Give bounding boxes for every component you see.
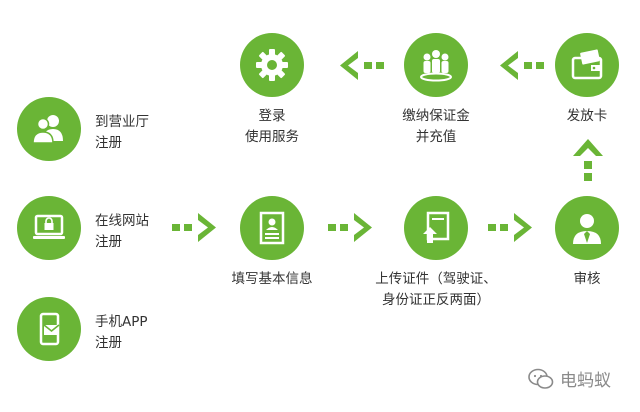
agent-icon xyxy=(555,196,619,260)
upload-document-icon xyxy=(404,196,468,260)
arrow-right-2 xyxy=(328,209,384,249)
users-icon xyxy=(17,97,81,161)
document-profile-icon xyxy=(240,196,304,260)
gear-icon xyxy=(240,33,304,97)
issue-card-label: 发放卡 xyxy=(566,108,608,124)
watermark: 电蚂蚁 xyxy=(528,366,611,391)
upload-docs-label: 上传证件（驾驶证、身份证正反两面） xyxy=(375,271,497,308)
login-label: 登录使用服务 xyxy=(245,108,299,145)
arrow-left-1 xyxy=(488,47,544,87)
deposit-label: 缴纳保证金并充值 xyxy=(402,108,470,145)
group-icon xyxy=(404,33,468,97)
fill-info-label: 填写基本信息 xyxy=(231,271,313,287)
mobile-mail-icon xyxy=(17,297,81,361)
watermark-text: 电蚂蚁 xyxy=(560,371,611,391)
wechat-icon xyxy=(528,368,554,389)
register-store-label: 到营业厅注册 xyxy=(95,114,149,151)
arrow-up xyxy=(571,137,605,193)
register-web-label: 在线网站注册 xyxy=(95,213,149,250)
review-label: 审核 xyxy=(573,271,601,287)
wallet-card-icon xyxy=(555,33,619,97)
laptop-lock-icon xyxy=(17,196,81,260)
arrow-right-3 xyxy=(488,209,544,249)
arrow-left-2 xyxy=(328,47,384,87)
arrow-right-1 xyxy=(172,209,228,249)
